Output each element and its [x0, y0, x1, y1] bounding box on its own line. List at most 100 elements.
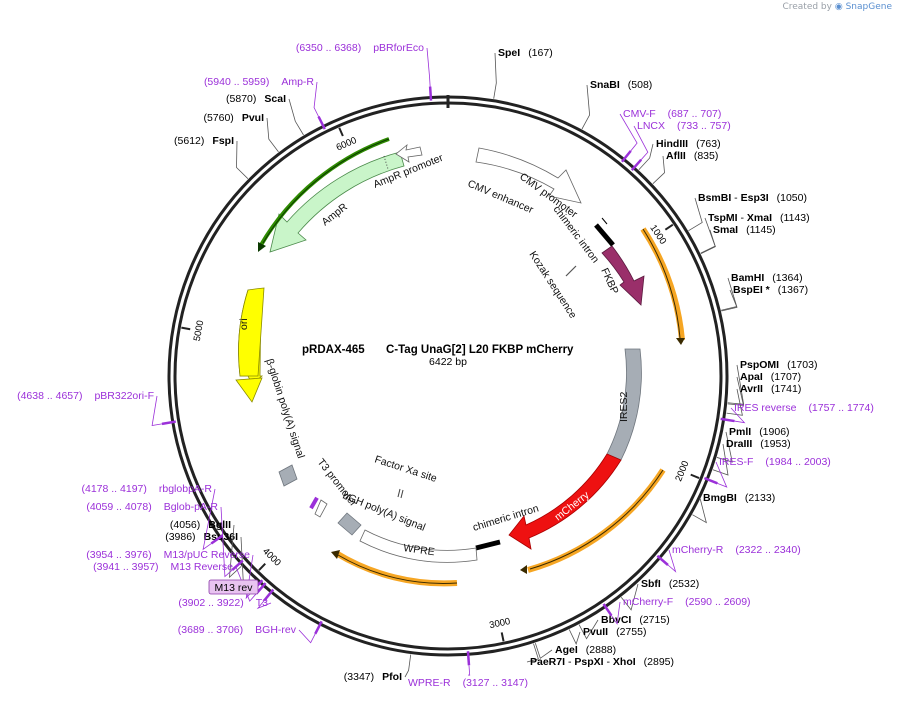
enzyme-position: (2532) — [669, 578, 699, 590]
enzyme-position: (4056) — [170, 519, 200, 531]
primer-name: pBRforEco — [373, 42, 424, 54]
enzyme-label-5[interactable]: TspMI - XmaI(1143) — [708, 212, 810, 224]
enzyme-name: SpeI — [498, 47, 520, 59]
enzyme-position: (5870) — [226, 93, 256, 105]
enzyme-leader-19 — [526, 643, 539, 663]
factor-xa-label: Factor Xa site — [373, 453, 438, 484]
enzyme-position: (167) — [528, 47, 553, 59]
primer-label-9[interactable]: (3902 .. 3922)T3 — [178, 597, 268, 609]
ori-label: ori — [238, 318, 250, 330]
primer-label-5[interactable]: mCherry-R(2322 .. 2340) — [672, 544, 801, 556]
m13-rev-pill[interactable] — [208, 579, 259, 595]
watermark-prefix: Created by — [782, 2, 832, 12]
enzyme-position: (2133) — [745, 492, 775, 504]
ori-feature-body — [238, 287, 265, 377]
primer-mark-0 — [428, 86, 433, 101]
enzyme-name: ScaI — [264, 93, 286, 105]
enzyme-label-11[interactable]: AvrII(1741) — [740, 383, 801, 395]
mcherry-feature-arrow[interactable] — [508, 453, 622, 550]
primer-leader-15 — [313, 81, 319, 117]
enzyme-label-14[interactable]: BmgBI(2133) — [703, 492, 775, 504]
tick-label-6000: 6000 — [335, 135, 359, 154]
enzyme-label-0[interactable]: SpeI (167) — [498, 47, 553, 59]
enzyme-leader-10 — [727, 376, 745, 406]
primer-label-2[interactable]: LNCX(733 .. 757) — [637, 120, 731, 132]
enzyme-leader-6 — [700, 229, 716, 254]
enzyme-leader-14 — [692, 497, 707, 524]
enzyme-label-15[interactable]: SbfI(2532) — [641, 578, 699, 590]
enzyme-position: (5612) — [174, 135, 204, 147]
enzyme-label-10[interactable]: ApaI (1707) — [740, 371, 801, 383]
factor-xa-mark-a — [397, 488, 401, 498]
wpre-feature-box — [359, 529, 478, 563]
enzyme-label-16[interactable]: BbvCI(2715) — [601, 614, 670, 626]
enzyme-label-24[interactable]: (5760)PvuI — [203, 112, 264, 124]
ampr-feature-arrow[interactable] — [269, 151, 405, 253]
primer-leader-14 — [151, 395, 163, 427]
enzyme-name-2: PspXI — [574, 656, 603, 668]
enzyme-label-19[interactable]: PaeR7I - PspXI - XhoI(2895) — [530, 656, 674, 668]
primer-range: (3941 .. 3957) — [93, 561, 158, 573]
enzyme-label-18[interactable]: AgeI(2888) — [555, 644, 616, 656]
enzyme-position: (1703) — [787, 359, 817, 371]
enzyme-position: (1707) — [771, 371, 801, 383]
fkbp-feature-arrow[interactable] — [601, 245, 645, 306]
primer-label-13[interactable]: (4178 .. 4197)rbglobpA-R — [81, 483, 212, 495]
primer-name: CMV-F — [623, 108, 656, 120]
enzyme-label-1[interactable]: SnaBI(508) — [590, 79, 652, 91]
primer-label-15[interactable]: (5940 .. 5959)Amp-R — [204, 76, 314, 88]
enzyme-label-22[interactable]: (4056)BglII — [170, 519, 231, 531]
primer-label-6[interactable]: mCherry-F(2590 .. 2609) — [623, 596, 751, 608]
enzyme-label-23[interactable]: (5612)FspI — [174, 135, 234, 147]
wpre-label: WPRE — [403, 542, 436, 558]
primer-label-8[interactable]: (3689 .. 3706)BGH-rev — [178, 624, 297, 636]
enzyme-name: PaeR7I — [530, 656, 565, 668]
primer-mark-5 — [656, 554, 669, 566]
enzyme-label-25[interactable]: (5870) ScaI — [226, 93, 286, 105]
primer-leader-6 — [611, 601, 621, 625]
primer-label-0[interactable]: (6350 .. 6368)pBRforEco — [296, 42, 424, 54]
cmv-feature-arrow[interactable] — [475, 147, 582, 204]
enzyme-leader-20 — [404, 654, 412, 678]
enzyme-label-21[interactable]: (3986)Bsu36I — [165, 531, 238, 543]
enzyme-position: (1143) — [780, 212, 810, 224]
enzyme-label-9[interactable]: PspOMI(1703) — [740, 359, 817, 371]
tick-mark-3000 — [500, 632, 505, 642]
enzyme-label-20[interactable]: (3347)PfoI — [344, 671, 402, 683]
enzyme-name-2: XmaI — [747, 212, 772, 224]
primer-label-11[interactable]: (3954 .. 3976)M13/pUC Reverse — [86, 549, 250, 561]
primer-leader-12 — [220, 506, 233, 578]
enzyme-label-7[interactable]: BamHI(1364) — [731, 272, 803, 284]
primer-label-12[interactable]: (4059 .. 4078)Bglob-pA-R — [86, 501, 218, 513]
primer-range: (733 .. 757) — [677, 120, 731, 132]
enzyme-position: (3986) — [165, 531, 195, 543]
enzyme-position: (3347) — [344, 671, 374, 683]
primer-label-10[interactable]: (3941 .. 3957)M13 Reverse — [93, 561, 233, 573]
enzyme-name: ApaI — [740, 371, 763, 383]
enzyme-label-13[interactable]: DraIII(1953) — [726, 438, 791, 450]
primer-label-3[interactable]: IRES reverse(1757 .. 1774) — [734, 402, 874, 414]
enzyme-leader-2 — [638, 143, 654, 170]
ori-feature-head — [235, 377, 263, 403]
snapgene-logo-icon: ◉ — [834, 2, 843, 12]
primer-mark-1 — [620, 150, 632, 163]
enzyme-name: PvuII — [583, 626, 608, 638]
enzyme-label-12[interactable]: PmlI(1906) — [729, 426, 790, 438]
factor-xa-mark-b — [400, 489, 404, 499]
enzyme-label-6[interactable]: SmaI(1145) — [713, 224, 776, 236]
enzyme-position: (2755) — [616, 626, 646, 638]
enzyme-position: (1364) — [772, 272, 802, 284]
enzyme-label-17[interactable]: PvuII (2755) — [583, 626, 646, 638]
primer-label-14[interactable]: (4638 .. 4657)pBR322ori-F — [17, 390, 154, 402]
m13-rev-label: M13 rev — [215, 582, 254, 594]
enzyme-label-8[interactable]: BspEI *(1367) — [733, 284, 808, 296]
primer-label-7[interactable]: WPRE-R(3127 .. 3147) — [408, 677, 528, 689]
primer-label-4[interactable]: IRES-F(1984 .. 2003) — [719, 456, 831, 468]
primer-leader-3 — [730, 407, 746, 424]
enzyme-label-4[interactable]: BsmBI - Esp3I(1050) — [698, 192, 807, 204]
primer-mark-9 — [263, 588, 275, 602]
enzyme-label-3[interactable]: AflII(835) — [666, 150, 718, 162]
primer-label-1[interactable]: CMV-F(687 .. 707) — [623, 108, 721, 120]
enzyme-label-2[interactable]: HindIII(763) — [656, 138, 721, 150]
enzyme-name-2: Esp3I — [741, 192, 769, 204]
